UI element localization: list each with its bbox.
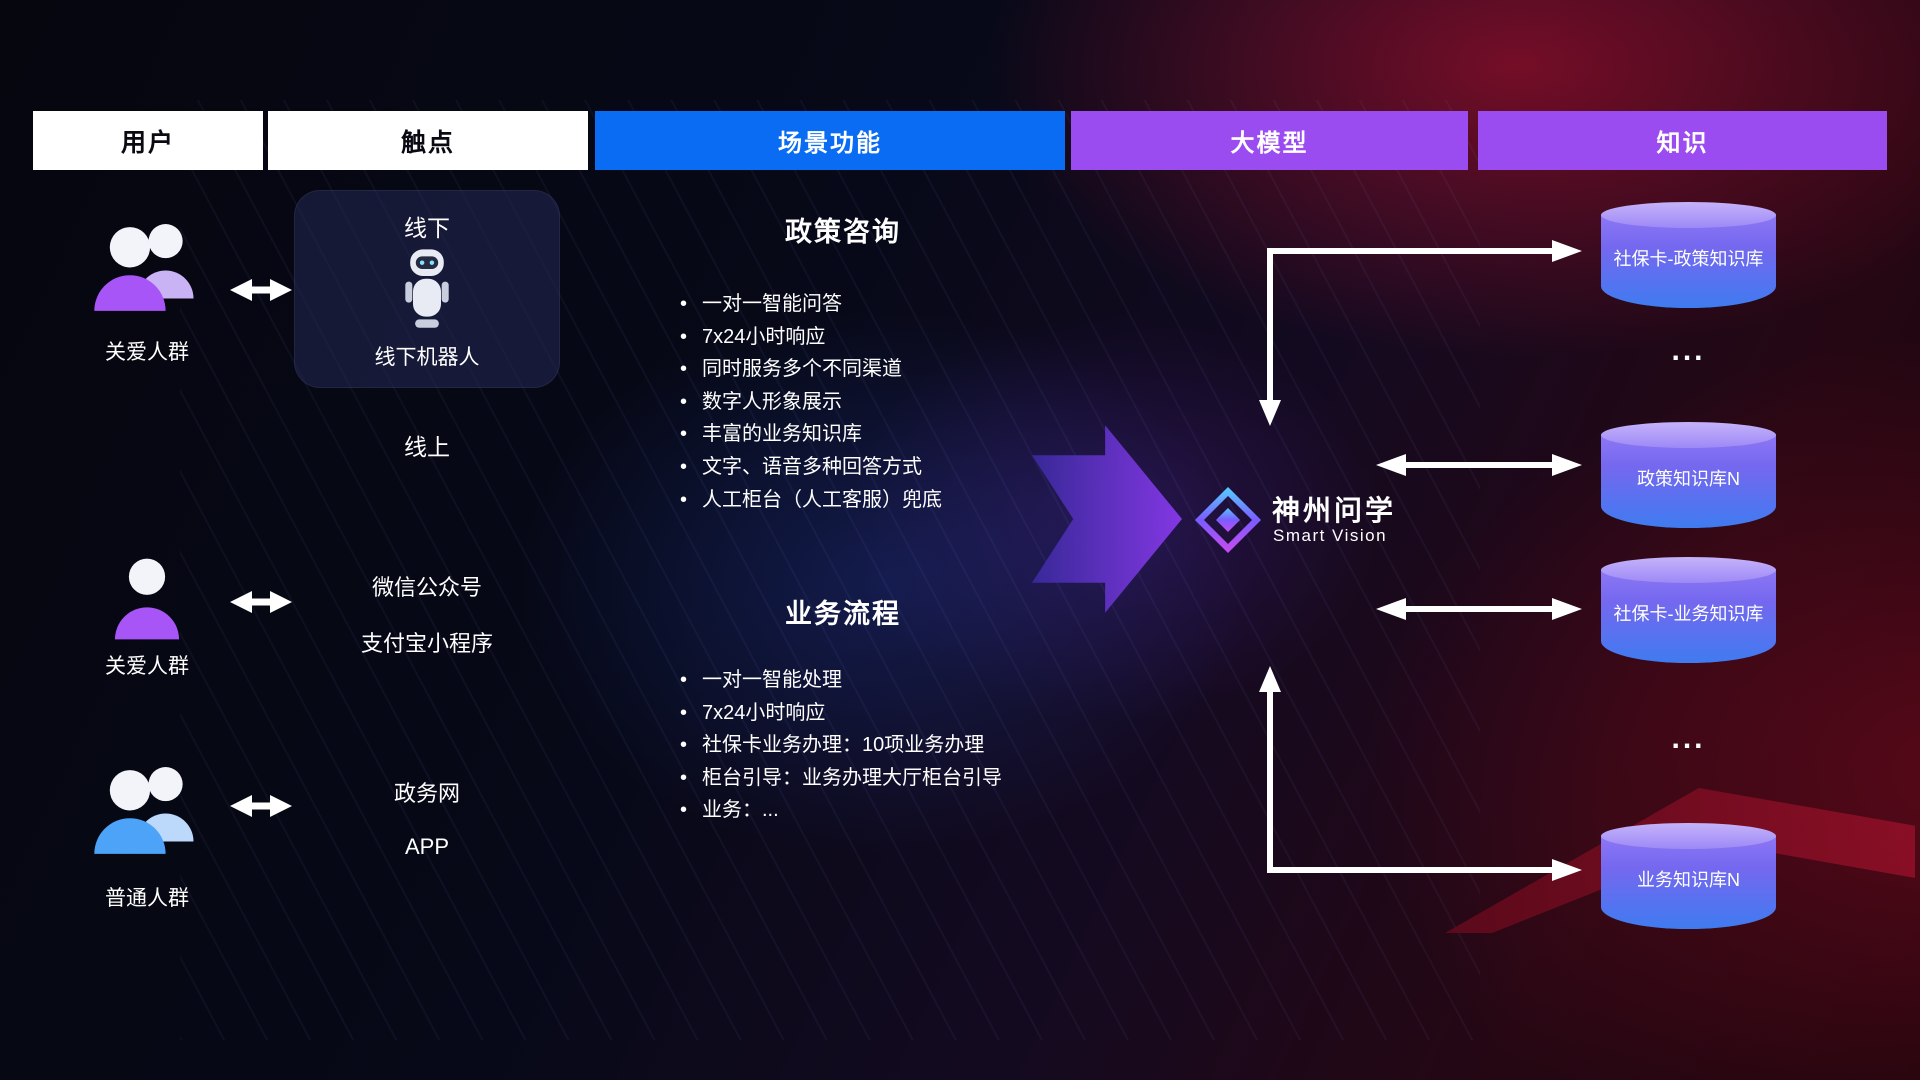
double-arrow-icon — [230, 591, 292, 613]
knowledge-db-policy-n: 政策知识库N — [1601, 422, 1776, 528]
user-single-label: 关爱人群 — [105, 655, 189, 678]
policy-feature-list: 一对一智能问答 7x24小时响应 同时服务多个不同渠道 数字人形象展示 丰富的业… — [678, 288, 1098, 516]
knowledge-db-label: 业务知识库N — [1637, 869, 1740, 890]
user-group2-label: 普通人群 — [105, 887, 189, 910]
robot-icon — [398, 248, 456, 337]
column-header-users-label: 用户 — [120, 128, 175, 157]
policy-item: 7x24小时响应 — [678, 321, 1098, 354]
policy-item: 一对一智能问答 — [678, 288, 1098, 321]
user-group-purple-icon — [85, 214, 209, 329]
column-header-scenarios-label: 场景功能 — [778, 130, 882, 157]
brand-name: 神州问学 — [1272, 495, 1397, 526]
database-cylinder-icon: 政策知识库N — [1601, 435, 1776, 528]
connector-double-arrow — [1376, 454, 1582, 476]
diamond-logo-icon — [1194, 486, 1262, 559]
touchpoint-wechat: 微信公众号 — [371, 575, 482, 600]
user-group-blue-icon — [85, 757, 209, 872]
connector-top-elbow-arrow — [1259, 240, 1582, 426]
connector-double-arrow — [1376, 598, 1582, 620]
touchpoint-gov-web: 政务网 — [393, 781, 460, 806]
flow-arrow-icon — [1032, 424, 1182, 619]
knowledge-ellipsis: ... — [1671, 722, 1706, 755]
double-arrow-icon — [230, 795, 292, 817]
policy-item: 同时服务多个不同渠道 — [678, 353, 1098, 386]
policy-item: 人工柜台（人工客服）兜底 — [678, 484, 1098, 517]
column-header-model: 大模型 — [1071, 111, 1468, 170]
touchpoint-alipay: 支付宝小程序 — [360, 631, 493, 656]
knowledge-ellipsis: ... — [1671, 334, 1706, 367]
connector-bottom-elbow-arrow — [1259, 666, 1582, 881]
user-group-label: 关爱人群 — [105, 341, 189, 364]
knowledge-db-label: 社保卡-政策知识库 — [1613, 248, 1764, 269]
column-header-scenarios: 场景功能 — [595, 111, 1065, 170]
double-arrow-icon — [230, 279, 292, 301]
policy-item: 文字、语音多种回答方式 — [678, 451, 1098, 484]
business-item: 柜台引导：业务办理大厅柜台引导 — [678, 762, 1098, 795]
database-cylinder-icon: 社保卡-业务知识库 — [1601, 570, 1776, 663]
policy-item: 丰富的业务知识库 — [678, 418, 1098, 451]
business-item: 社保卡业务办理：10项业务办理 — [678, 729, 1098, 762]
knowledge-db-policy-socialcard: 社保卡-政策知识库 — [1601, 202, 1776, 308]
offline-title: 线下 — [404, 215, 450, 241]
knowledge-db-label: 政策知识库N — [1637, 468, 1740, 489]
column-header-knowledge: 知识 — [1478, 111, 1887, 170]
offline-robot-label: 线下机器人 — [374, 346, 480, 369]
column-header-knowledge-label: 知识 — [1656, 130, 1709, 157]
column-header-model-label: 大模型 — [1230, 130, 1309, 157]
touchpoint-app: APP — [404, 834, 450, 859]
brand-subtitle: Smart Vision — [1273, 526, 1388, 545]
database-cylinder-icon: 社保卡-政策知识库 — [1601, 215, 1776, 308]
column-header-users: 用户 — [33, 111, 263, 170]
business-feature-list: 一对一智能处理 7x24小时响应 社保卡业务办理：10项业务办理 柜台引导：业务… — [678, 664, 1098, 827]
knowledge-db-business-socialcard: 社保卡-业务知识库 — [1601, 557, 1776, 663]
user-single-purple-icon — [102, 553, 192, 650]
business-item: 7x24小时响应 — [678, 697, 1098, 730]
database-cylinder-icon: 业务知识库N — [1601, 836, 1776, 929]
policy-section-title: 政策咨询 — [785, 217, 901, 247]
offline-touchpoint-panel: 线下 线下机器人 — [294, 190, 560, 388]
column-header-touchpoints-label: 触点 — [400, 128, 455, 157]
business-section-title: 业务流程 — [785, 599, 901, 629]
knowledge-db-business-n: 业务知识库N — [1601, 823, 1776, 929]
knowledge-db-label: 社保卡-业务知识库 — [1613, 603, 1764, 624]
column-header-touchpoints: 触点 — [268, 111, 588, 170]
business-item: 业务：... — [678, 794, 1098, 827]
business-item: 一对一智能处理 — [678, 664, 1098, 697]
online-title: 线上 — [404, 434, 450, 460]
policy-item: 数字人形象展示 — [678, 386, 1098, 419]
